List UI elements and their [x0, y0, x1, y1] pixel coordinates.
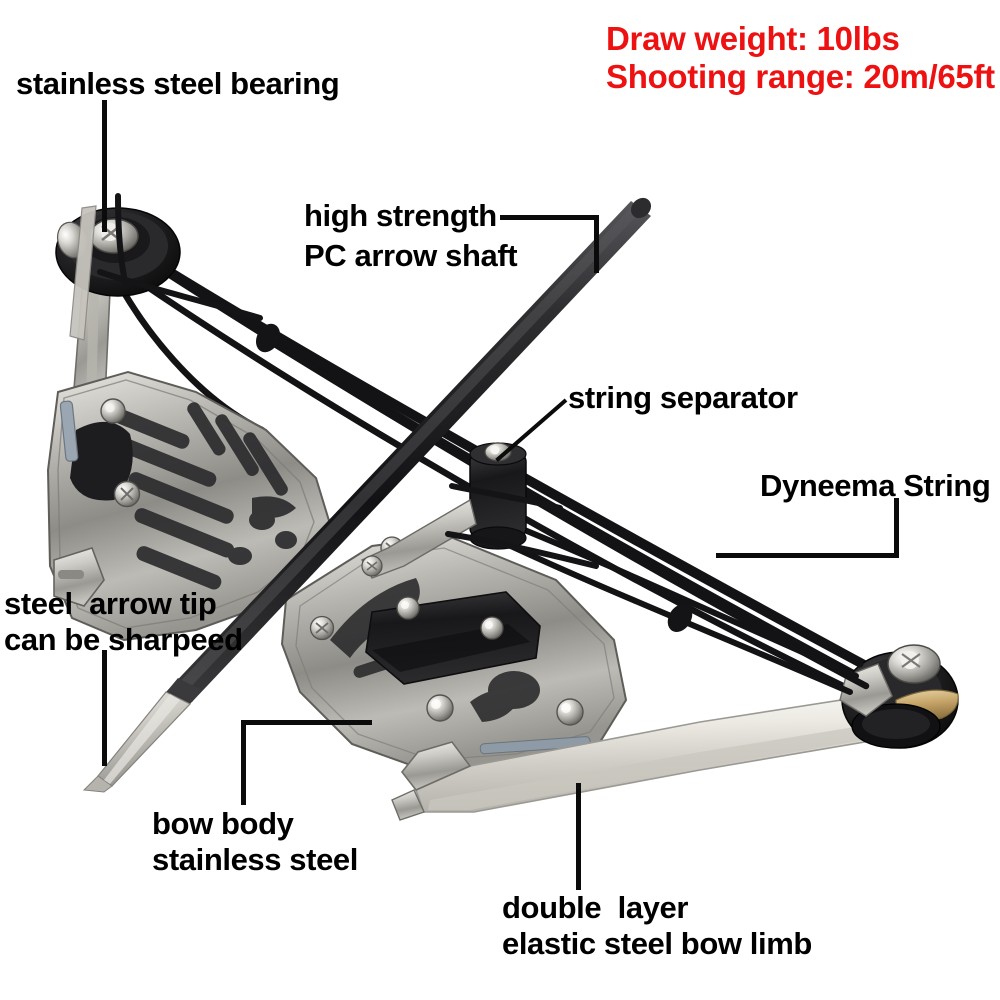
callout-bow-limb-line1: double layer	[502, 890, 689, 925]
callout-stainless-steel-bearing: stainless steel bearing	[16, 66, 340, 101]
leader-line-dyneema-vertical	[894, 498, 899, 558]
leader-line-bow-body-vertical	[241, 720, 246, 805]
callout-bow-body-line1: bow body	[152, 806, 294, 841]
spec-shooting-range: Shooting range: 20m/65ft	[606, 58, 995, 95]
callout-bow-body-line2: stainless steel	[152, 842, 358, 877]
leader-line-arrow-shaft-vertical	[594, 215, 599, 273]
leader-line-arrow-tip	[102, 650, 107, 766]
callout-dyneema-string: Dyneema String	[760, 468, 991, 503]
spec-draw-weight: Draw weight: 10lbs	[606, 20, 900, 57]
leader-line-arrow-shaft-horizontal	[500, 215, 599, 220]
leader-line-dyneema-horizontal	[716, 553, 899, 558]
callout-arrow-shaft-line1: high strength	[304, 198, 497, 233]
callout-arrow-shaft-line2: PC arrow shaft	[304, 238, 518, 273]
callout-string-separator: string separator	[568, 380, 798, 415]
callout-arrow-tip-line2: can be sharpeed	[4, 622, 243, 657]
leader-line-bow-limb	[576, 783, 581, 890]
callout-bow-limb-line2: elastic steel bow limb	[502, 926, 812, 961]
callout-arrow-tip-line1: steel arrow tip	[4, 586, 217, 621]
leader-line-bearing	[102, 100, 107, 232]
leader-line-bow-body-horizontal	[241, 720, 372, 725]
